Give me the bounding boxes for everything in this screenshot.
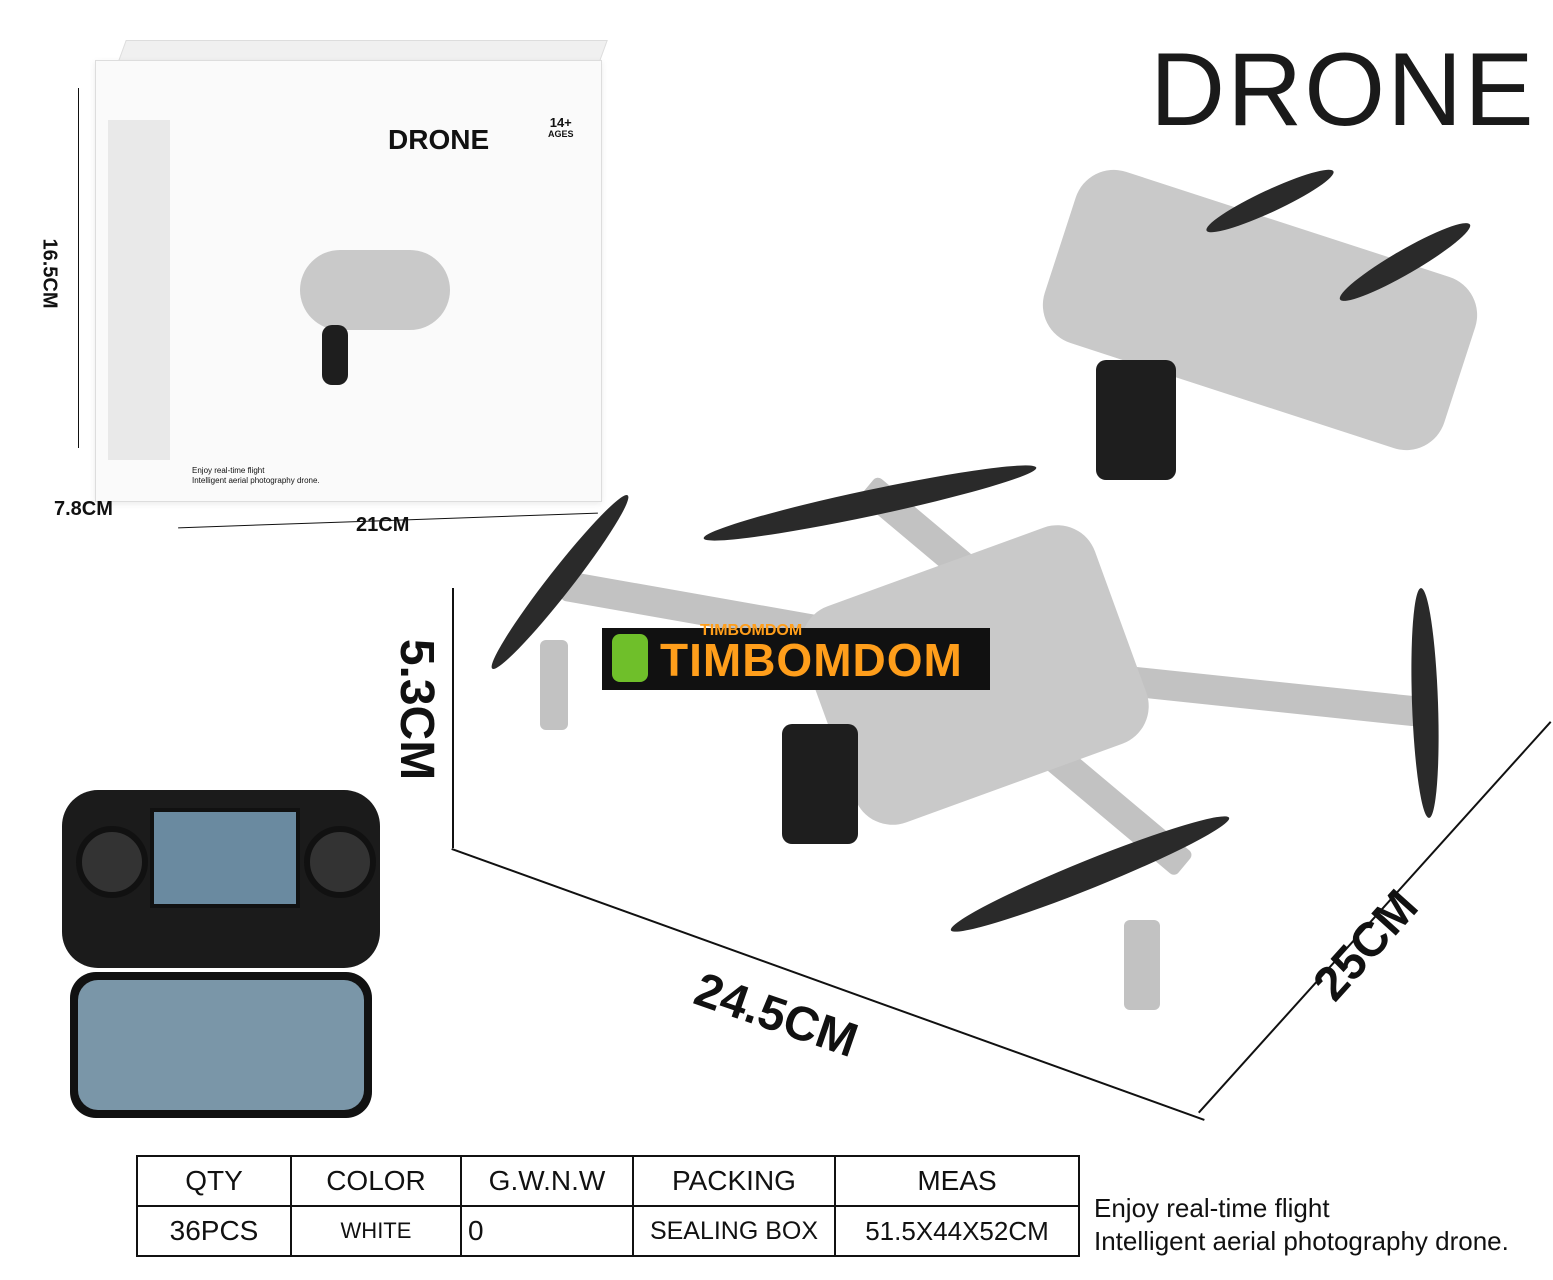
controller-screen (150, 808, 300, 908)
tagline-line-1: Enjoy real-time flight (1094, 1193, 1330, 1223)
spec-header-color: COLOR (290, 1155, 462, 1207)
right-joystick (304, 826, 376, 898)
android-icon (612, 634, 648, 682)
phone-screen (78, 980, 364, 1110)
drone-length-label: 24.5CM (687, 963, 865, 1068)
spec-gwnw: 0 (460, 1205, 634, 1257)
box-age-sub: AGES (548, 129, 574, 140)
watermark-banner (602, 628, 990, 690)
drone-length-line (451, 848, 1205, 1121)
spec-table: QTY COLOR G.W.N.W PACKING MEAS 36PCS WHI… (136, 1155, 1080, 1257)
left-joystick (76, 826, 148, 898)
spec-table-header-row: QTY COLOR G.W.N.W PACKING MEAS (136, 1155, 1080, 1207)
box-tagline-2: Intelligent aerial photography drone. (192, 476, 320, 486)
drone-camera (782, 724, 858, 844)
spec-meas: 51.5X44X52CM (834, 1205, 1080, 1257)
spec-color: WHITE (290, 1205, 462, 1257)
drone-propeller (1407, 587, 1443, 819)
box-age-badge: 14+ AGES (548, 115, 574, 140)
box-side-images (108, 120, 170, 460)
box-height-label: 16.5CM (38, 238, 61, 309)
spec-packing: SEALING BOX (632, 1205, 836, 1257)
box-age: 14+ (549, 115, 572, 130)
page-title: DRONE (1150, 32, 1536, 148)
folded-drone-camera (1096, 360, 1176, 480)
watermark-text: TIMBOMDOM (660, 634, 963, 686)
spec-table-row: 36PCS WHITE 0 SEALING BOX 51.5X44X52CM (136, 1205, 1080, 1257)
box-drone-image (300, 250, 450, 330)
box-width-label: 21CM (356, 514, 410, 536)
box-tagline-1: Enjoy real-time flight (192, 466, 265, 475)
spec-header-meas: MEAS (834, 1155, 1080, 1207)
drone-propeller (945, 804, 1235, 944)
drone-arm (1099, 663, 1421, 727)
spec-header-gwnw: G.W.N.W (460, 1155, 634, 1207)
box-label: DRONE (388, 124, 490, 155)
box-drone-camera (322, 325, 348, 385)
tagline: Enjoy real-time flight Intelligent aeria… (1094, 1192, 1509, 1257)
tagline-line-2: Intelligent aerial photography drone. (1094, 1225, 1509, 1256)
spec-header-qty: QTY (136, 1155, 292, 1207)
drone-height-label: 5.3CM (390, 638, 444, 781)
box-depth-label: 7.8CM (54, 498, 113, 520)
drone-height-line (452, 588, 454, 848)
box-tagline: Enjoy real-time flight Intelligent aeria… (192, 466, 320, 487)
drone-width-label: 25CM (1303, 880, 1429, 1011)
drone-leg (540, 640, 568, 730)
drone-leg (1124, 920, 1160, 1010)
spec-header-packing: PACKING (632, 1155, 836, 1207)
drone-propeller (701, 454, 1039, 552)
watermark-small-text: TIMBOMDOM (700, 622, 803, 639)
box-height-line (78, 88, 79, 448)
spec-qty: 36PCS (136, 1205, 292, 1257)
